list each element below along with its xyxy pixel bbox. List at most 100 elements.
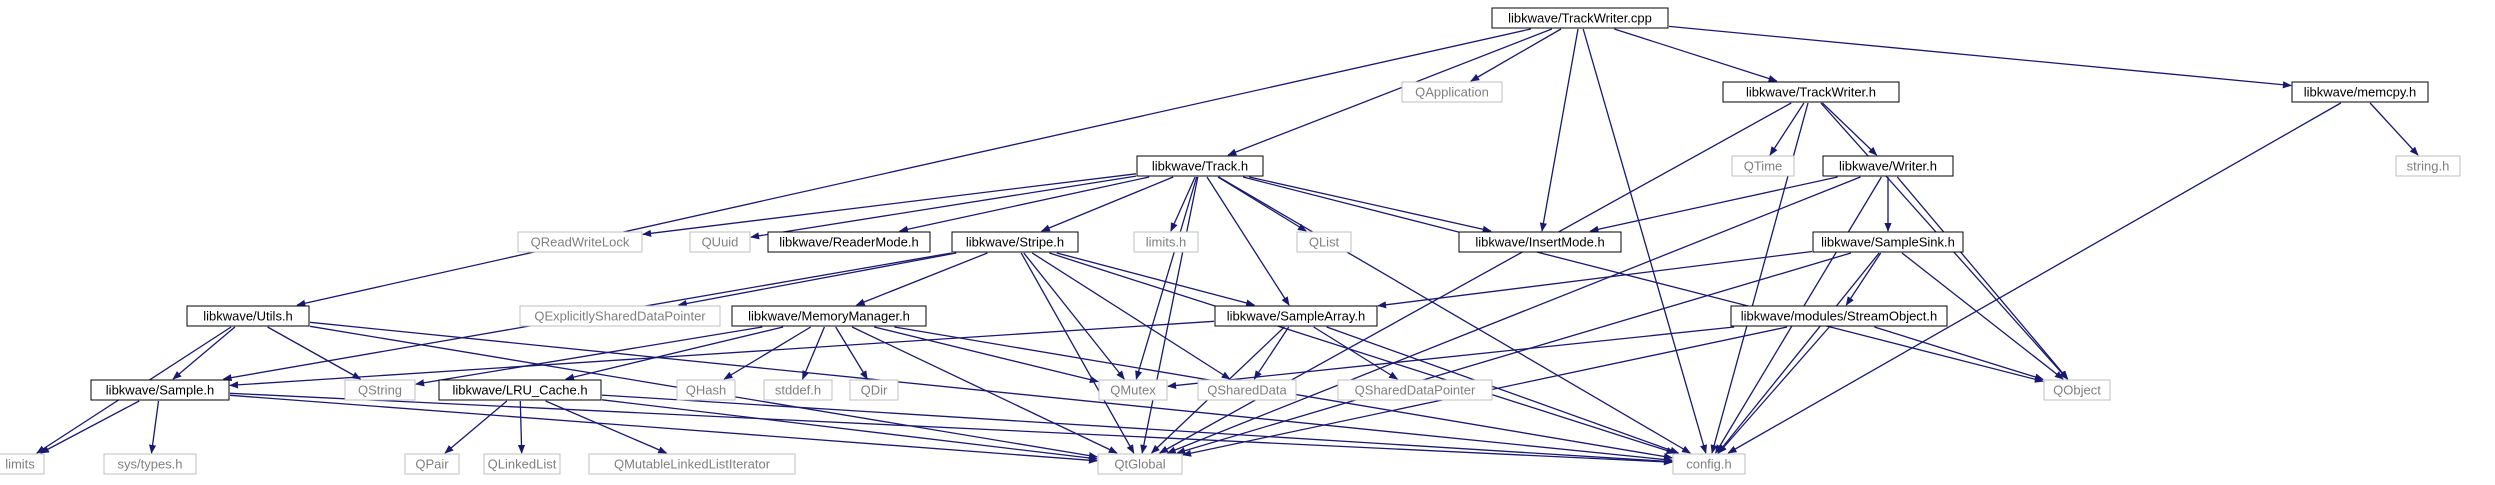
node-label: QObject <box>2053 383 2101 398</box>
node-label: libkwave/TrackWriter.h <box>1746 85 1876 100</box>
node-limits_h[interactable]: limits.h <box>1133 231 1199 253</box>
edge-utils_h-to-config_h <box>309 321 1673 464</box>
node-track_h[interactable]: libkwave/Track.h <box>1136 155 1264 177</box>
edge-writer_h-to-insertmode_h <box>1589 176 1838 233</box>
node-sample_h[interactable]: libkwave/Sample.h <box>90 379 230 401</box>
node-qlist[interactable]: QList <box>1296 231 1352 253</box>
node-box <box>1812 231 1964 253</box>
edge-stripe_h-to-qexplicitly <box>677 252 957 308</box>
node-trackwriter_h[interactable]: libkwave/TrackWriter.h <box>1722 81 1900 103</box>
node-qapplication[interactable]: QApplication <box>1401 81 1503 103</box>
node-qhash[interactable]: QHash <box>676 379 736 401</box>
edge-track_h-to-limits_h <box>1170 176 1196 232</box>
edge-root-to-qapplication <box>1470 28 1562 82</box>
node-quuid[interactable]: QUuid <box>689 231 751 253</box>
node-qmutablelinkedlistiterator[interactable]: QMutableLinkedListIterator <box>588 453 796 475</box>
node-label: libkwave/LRU_Cache.h <box>452 383 587 398</box>
node-qexplicitly[interactable]: QExplicitlySharedDataPointer <box>519 305 721 327</box>
node-qstring[interactable]: QString <box>344 379 416 401</box>
edge-samplesink_h-to-samplearray_h <box>1377 250 1813 309</box>
node-label: limits <box>5 457 35 472</box>
node-limits[interactable]: limits <box>0 453 45 475</box>
node-label: libkwave/Stripe.h <box>966 235 1064 250</box>
edge-stripe_h-to-config_h <box>1049 252 1676 454</box>
edge-memorymanager_h-to-qtglobal <box>851 326 1118 454</box>
node-qshareddata[interactable]: QSharedData <box>1197 379 1297 401</box>
node-qlinkedlist[interactable]: QLinkedList <box>483 453 561 475</box>
edge-root-to-trackwriter_h <box>1614 28 1778 82</box>
node-string_h[interactable]: string.h <box>2395 155 2461 177</box>
node-qtime[interactable]: QTime <box>1731 155 1795 177</box>
node-stddef_h[interactable]: stddef.h <box>763 379 833 401</box>
node-box <box>1822 155 1954 177</box>
edge-memorymanager_h-to-qstring <box>415 326 763 387</box>
node-box <box>2291 81 2429 103</box>
node-streamobject_h[interactable]: libkwave/modules/StreamObject.h <box>1730 305 1948 327</box>
node-box <box>90 379 230 401</box>
edge-track_h-to-insertmode_h <box>1249 176 1492 233</box>
node-label: QDir <box>861 383 888 398</box>
node-label: libkwave/TrackWriter.cpp <box>1508 11 1652 26</box>
edge-track_h-to-qmutex <box>1135 176 1198 380</box>
node-box <box>186 305 310 327</box>
edge-writer_h-to-qobject <box>1896 176 2069 380</box>
node-qshareddatapointer[interactable]: QSharedDataPointer <box>1337 379 1493 401</box>
node-box <box>763 379 833 401</box>
node-qpair[interactable]: QPair <box>404 453 460 475</box>
node-box <box>588 453 796 475</box>
node-box <box>438 379 602 401</box>
node-box <box>1136 155 1264 177</box>
node-label: libkwave/ReaderMode.h <box>779 235 918 250</box>
node-qobject[interactable]: QObject <box>2043 379 2111 401</box>
node-lru_cache_h[interactable]: libkwave/LRU_Cache.h <box>438 379 602 401</box>
node-systypes_h[interactable]: sys/types.h <box>103 453 197 475</box>
edge-lru_cache_h-to-qtglobal <box>601 399 1098 462</box>
node-box <box>0 453 45 475</box>
node-samplearray_h[interactable]: libkwave/SampleArray.h <box>1214 305 1378 327</box>
node-root[interactable]: libkwave/TrackWriter.cpp <box>1491 7 1669 29</box>
node-writer_h[interactable]: libkwave/Writer.h <box>1822 155 1954 177</box>
edge-root-to-utils_h <box>296 28 1531 307</box>
edge-memcpy_h-to-string_h <box>2369 102 2419 156</box>
node-box <box>731 305 927 327</box>
edge-streamobject_h-to-qobject <box>1874 326 2044 381</box>
node-label: QTime <box>1744 159 1783 174</box>
node-box <box>2395 155 2461 177</box>
node-box <box>517 231 643 253</box>
node-label: libkwave/SampleArray.h <box>1227 309 1365 324</box>
node-readermode_h[interactable]: libkwave/ReaderMode.h <box>767 231 931 253</box>
edge-root-to-insertmode_h <box>1539 28 1579 232</box>
edge-samplearray_h-to-qshareddatapointer <box>1313 326 1399 380</box>
node-box <box>849 379 899 401</box>
edge-memorymanager_h-to-qmutex <box>874 326 1099 384</box>
node-memcpy_h[interactable]: libkwave/memcpy.h <box>2291 81 2429 103</box>
edge-track_h-to-config_h <box>1218 176 1691 454</box>
node-qmutex[interactable]: QMutex <box>1098 379 1168 401</box>
node-label: libkwave/Sample.h <box>106 383 214 398</box>
node-label: libkwave/modules/StreamObject.h <box>1741 309 1938 324</box>
node-label: QtGlobal <box>1114 457 1165 472</box>
node-samplesink_h[interactable]: libkwave/SampleSink.h <box>1812 231 1964 253</box>
node-box <box>1337 379 1493 401</box>
node-box <box>1296 231 1352 253</box>
node-qdir[interactable]: QDir <box>849 379 899 401</box>
edge-memorymanager_h-to-stddef_h <box>802 326 825 380</box>
edge-stripe_h-to-qtglobal <box>1020 252 1135 454</box>
node-insertmode_h[interactable]: libkwave/InsertMode.h <box>1458 231 1622 253</box>
edge-stripe_h-to-samplearray_h <box>1056 252 1256 307</box>
node-memorymanager_h[interactable]: libkwave/MemoryManager.h <box>731 305 927 327</box>
edge-samplesink_h-to-config_h <box>1717 252 1880 454</box>
node-utils_h[interactable]: libkwave/Utils.h <box>186 305 310 327</box>
node-label: libkwave/MemoryManager.h <box>748 309 910 324</box>
node-stripe_h[interactable]: libkwave/Stripe.h <box>951 231 1079 253</box>
edge-root-to-config_h <box>1582 28 1708 454</box>
node-qreadwritelock[interactable]: QReadWriteLock <box>517 231 643 253</box>
node-qtglobal[interactable]: QtGlobal <box>1097 453 1183 475</box>
edge-lru_cache_h-to-config_h <box>601 394 1673 465</box>
node-box <box>1214 305 1378 327</box>
edge-samplesink_h-to-qtglobal <box>1176 252 1852 455</box>
node-config_h[interactable]: config.h <box>1672 453 1746 475</box>
edge-samplearray_h-to-sample_h <box>229 320 1215 389</box>
edge-track_h-to-quuid <box>750 175 1137 240</box>
edge-sample_h-to-limits <box>40 400 140 454</box>
